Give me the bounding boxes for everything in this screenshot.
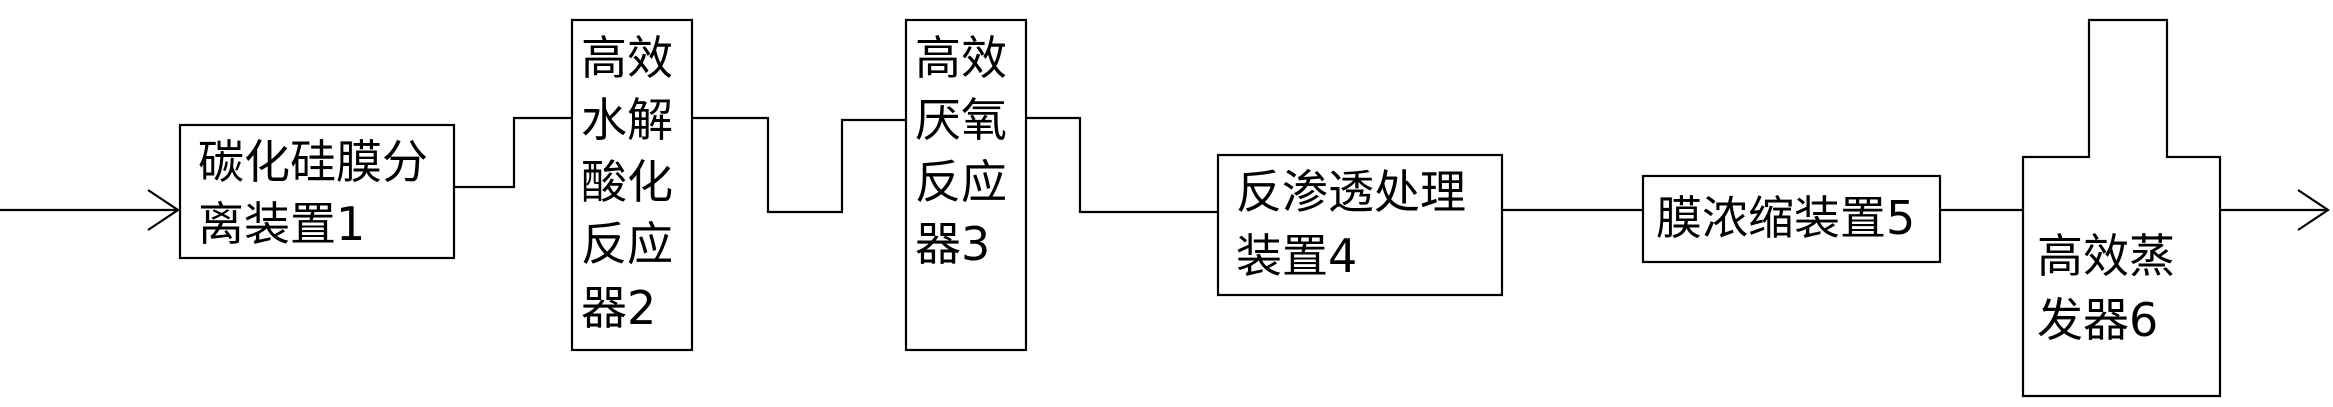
- node-reverse-osmosis: 反渗透处理 装置4: [1216, 153, 1504, 297]
- node-label-line: 酸化: [581, 155, 673, 209]
- node-hydrolysis-acidification-reactor: 高效 水解 酸化 反应 器2: [570, 18, 694, 352]
- node-label-line: 高效蒸: [2037, 229, 2175, 283]
- inlet-arrow: [0, 189, 180, 231]
- node-label-line: 膜浓缩装置5: [1656, 191, 1915, 245]
- outlet-arrow: [2220, 189, 2330, 231]
- node-membrane-concentration: 膜浓缩装置5: [1641, 174, 1942, 264]
- node-label-line: 反应: [915, 155, 1007, 209]
- node-sic-membrane-separation: 碳化硅膜分 离装置1: [178, 123, 456, 260]
- node-label-line: 反应: [581, 217, 673, 271]
- node-evaporator: 高效蒸 发器6: [2021, 18, 2222, 398]
- node-label-line: 器3: [915, 217, 990, 271]
- node-label-line: 高效: [581, 31, 673, 85]
- node-label-line: 反渗透处理: [1236, 165, 1466, 219]
- connector-3-4: [1026, 116, 1218, 214]
- node-label-line: 装置4: [1236, 229, 1357, 283]
- node-label-line: 高效: [915, 31, 1007, 85]
- node-label-line: 水解: [581, 93, 673, 147]
- node-label-line: 离装置1: [198, 197, 365, 251]
- node-label-line: 发器6: [2037, 293, 2158, 347]
- connector-2-3: [692, 116, 906, 214]
- node-label-line: 器2: [581, 281, 656, 335]
- node-anaerobic-reactor: 高效 厌氧 反应 器3: [904, 18, 1028, 352]
- connector-1-2: [454, 116, 572, 189]
- node-label-line: 厌氧: [915, 93, 1007, 147]
- node-label-line: 碳化硅膜分: [198, 135, 428, 189]
